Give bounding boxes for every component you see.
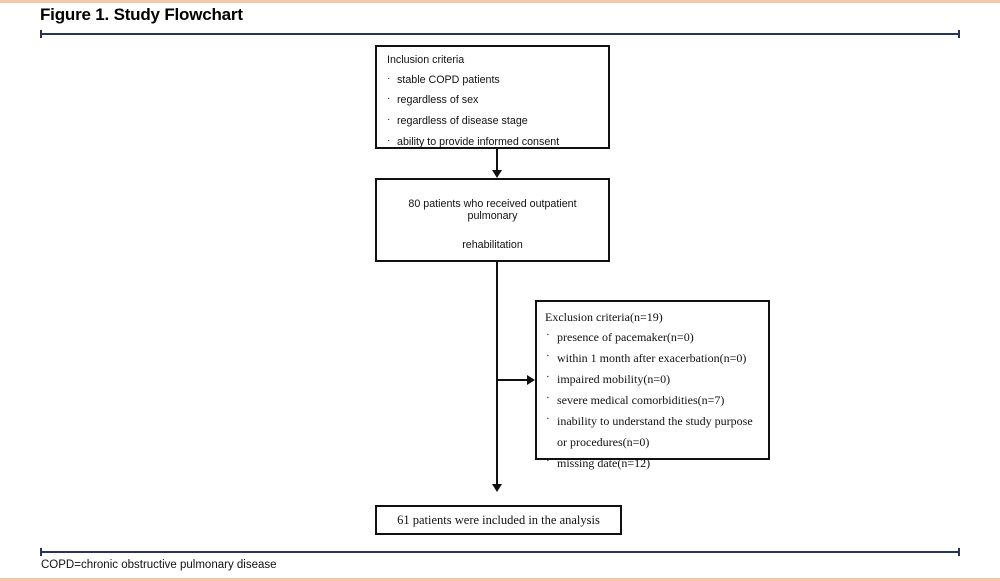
page-border-bottom: [0, 578, 1000, 581]
header-rule: [40, 30, 960, 38]
inclusion-criteria-box: Inclusion criteria · stable COPD patient…: [375, 45, 610, 149]
page-title: Figure 1. Study Flowchart: [40, 5, 243, 24]
arrow-right-icon: [527, 375, 535, 385]
bullet-icon: ·: [387, 72, 391, 84]
exclusion-criteria-content: Exclusion criteria(n=19) · presence of p…: [545, 311, 768, 469]
header-rule-cap-left: [40, 30, 42, 38]
footer-rule: [40, 548, 960, 556]
bullet-icon: ·: [546, 392, 550, 404]
footer-rule-cap-left: [40, 548, 42, 556]
exclusion-item: · severe medical comorbidities(n=7): [545, 392, 768, 407]
bullet-icon: ·: [546, 455, 550, 467]
inclusion-item: · regardless of disease stage: [387, 114, 608, 128]
exclusion-item: · inability to understand the study purp…: [545, 413, 768, 449]
inclusion-item: · stable COPD patients: [387, 72, 608, 86]
enrolled-patients-content: 80 patients who received outpatient pulm…: [377, 198, 608, 251]
exclusion-item-label: within 1 month after exacerbation(n=0): [557, 351, 747, 365]
bullet-icon: ·: [387, 134, 391, 146]
exclusion-item: · impaired mobility(n=0): [545, 371, 768, 386]
connector-spine-to-exclusion: [497, 379, 527, 381]
inclusion-item-label: regardless of disease stage: [397, 115, 528, 128]
exclusion-item-continuation: or procedures(n=0): [557, 435, 650, 449]
inclusion-criteria-content: Inclusion criteria · stable COPD patient…: [387, 55, 608, 148]
exclusion-item: · missing date(n=12): [545, 455, 768, 470]
inclusion-item-label: stable COPD patients: [397, 73, 500, 86]
page-border-top: [0, 0, 1000, 3]
inclusion-item: · regardless of sex: [387, 93, 608, 107]
exclusion-criteria-heading: Exclusion criteria(n=19): [545, 310, 663, 324]
final-analysis-text: 61 patients were included in the analysi…: [397, 513, 600, 527]
bullet-icon: ·: [546, 413, 550, 425]
inclusion-criteria-heading: Inclusion criteria: [387, 54, 465, 66]
inclusion-item: · ability to provide informed consent: [387, 134, 608, 148]
arrow-down-icon: [492, 170, 502, 178]
exclusion-item-label: inability to understand the study purpos…: [557, 414, 753, 428]
exclusion-item-label: impaired mobility(n=0): [557, 372, 671, 386]
final-analysis-box: 61 patients were included in the analysi…: [375, 505, 622, 535]
arrow-down-icon: [492, 484, 502, 492]
inclusion-item-label: ability to provide informed consent: [397, 135, 560, 148]
enrolled-line-1: 80 patients who received outpatient pulm…: [408, 198, 577, 222]
exclusion-item-label: missing date(n=12): [557, 456, 651, 470]
footer-rule-cap-right: [958, 548, 960, 556]
header-rule-cap-right: [958, 30, 960, 38]
exclusion-criteria-box: Exclusion criteria(n=19) · presence of p…: [535, 300, 770, 469]
inclusion-item-label: regardless of sex: [397, 94, 479, 107]
bullet-icon: ·: [546, 350, 550, 362]
enrolled-patients-box: 80 patients who received outpatient pulm…: [375, 178, 610, 262]
connector-inclusion-to-enrolled: [496, 149, 498, 171]
connector-enrolled-to-final: [496, 262, 498, 484]
exclusion-item: · within 1 month after exacerbation(n=0): [545, 350, 768, 365]
exclusion-item-label: presence of pacemaker(n=0): [557, 330, 694, 344]
exclusion-item-label: severe medical comorbidities(n=7): [557, 393, 725, 407]
bullet-icon: ·: [546, 371, 550, 383]
bullet-icon: ·: [387, 93, 391, 105]
figure-footnote: COPD=chronic obstructive pulmonary disea…: [41, 559, 277, 571]
bullet-icon: ·: [387, 114, 391, 126]
exclusion-item: · presence of pacemaker(n=0): [545, 329, 768, 344]
bullet-icon: ·: [546, 329, 550, 341]
enrolled-line-2: rehabilitation: [462, 239, 523, 251]
